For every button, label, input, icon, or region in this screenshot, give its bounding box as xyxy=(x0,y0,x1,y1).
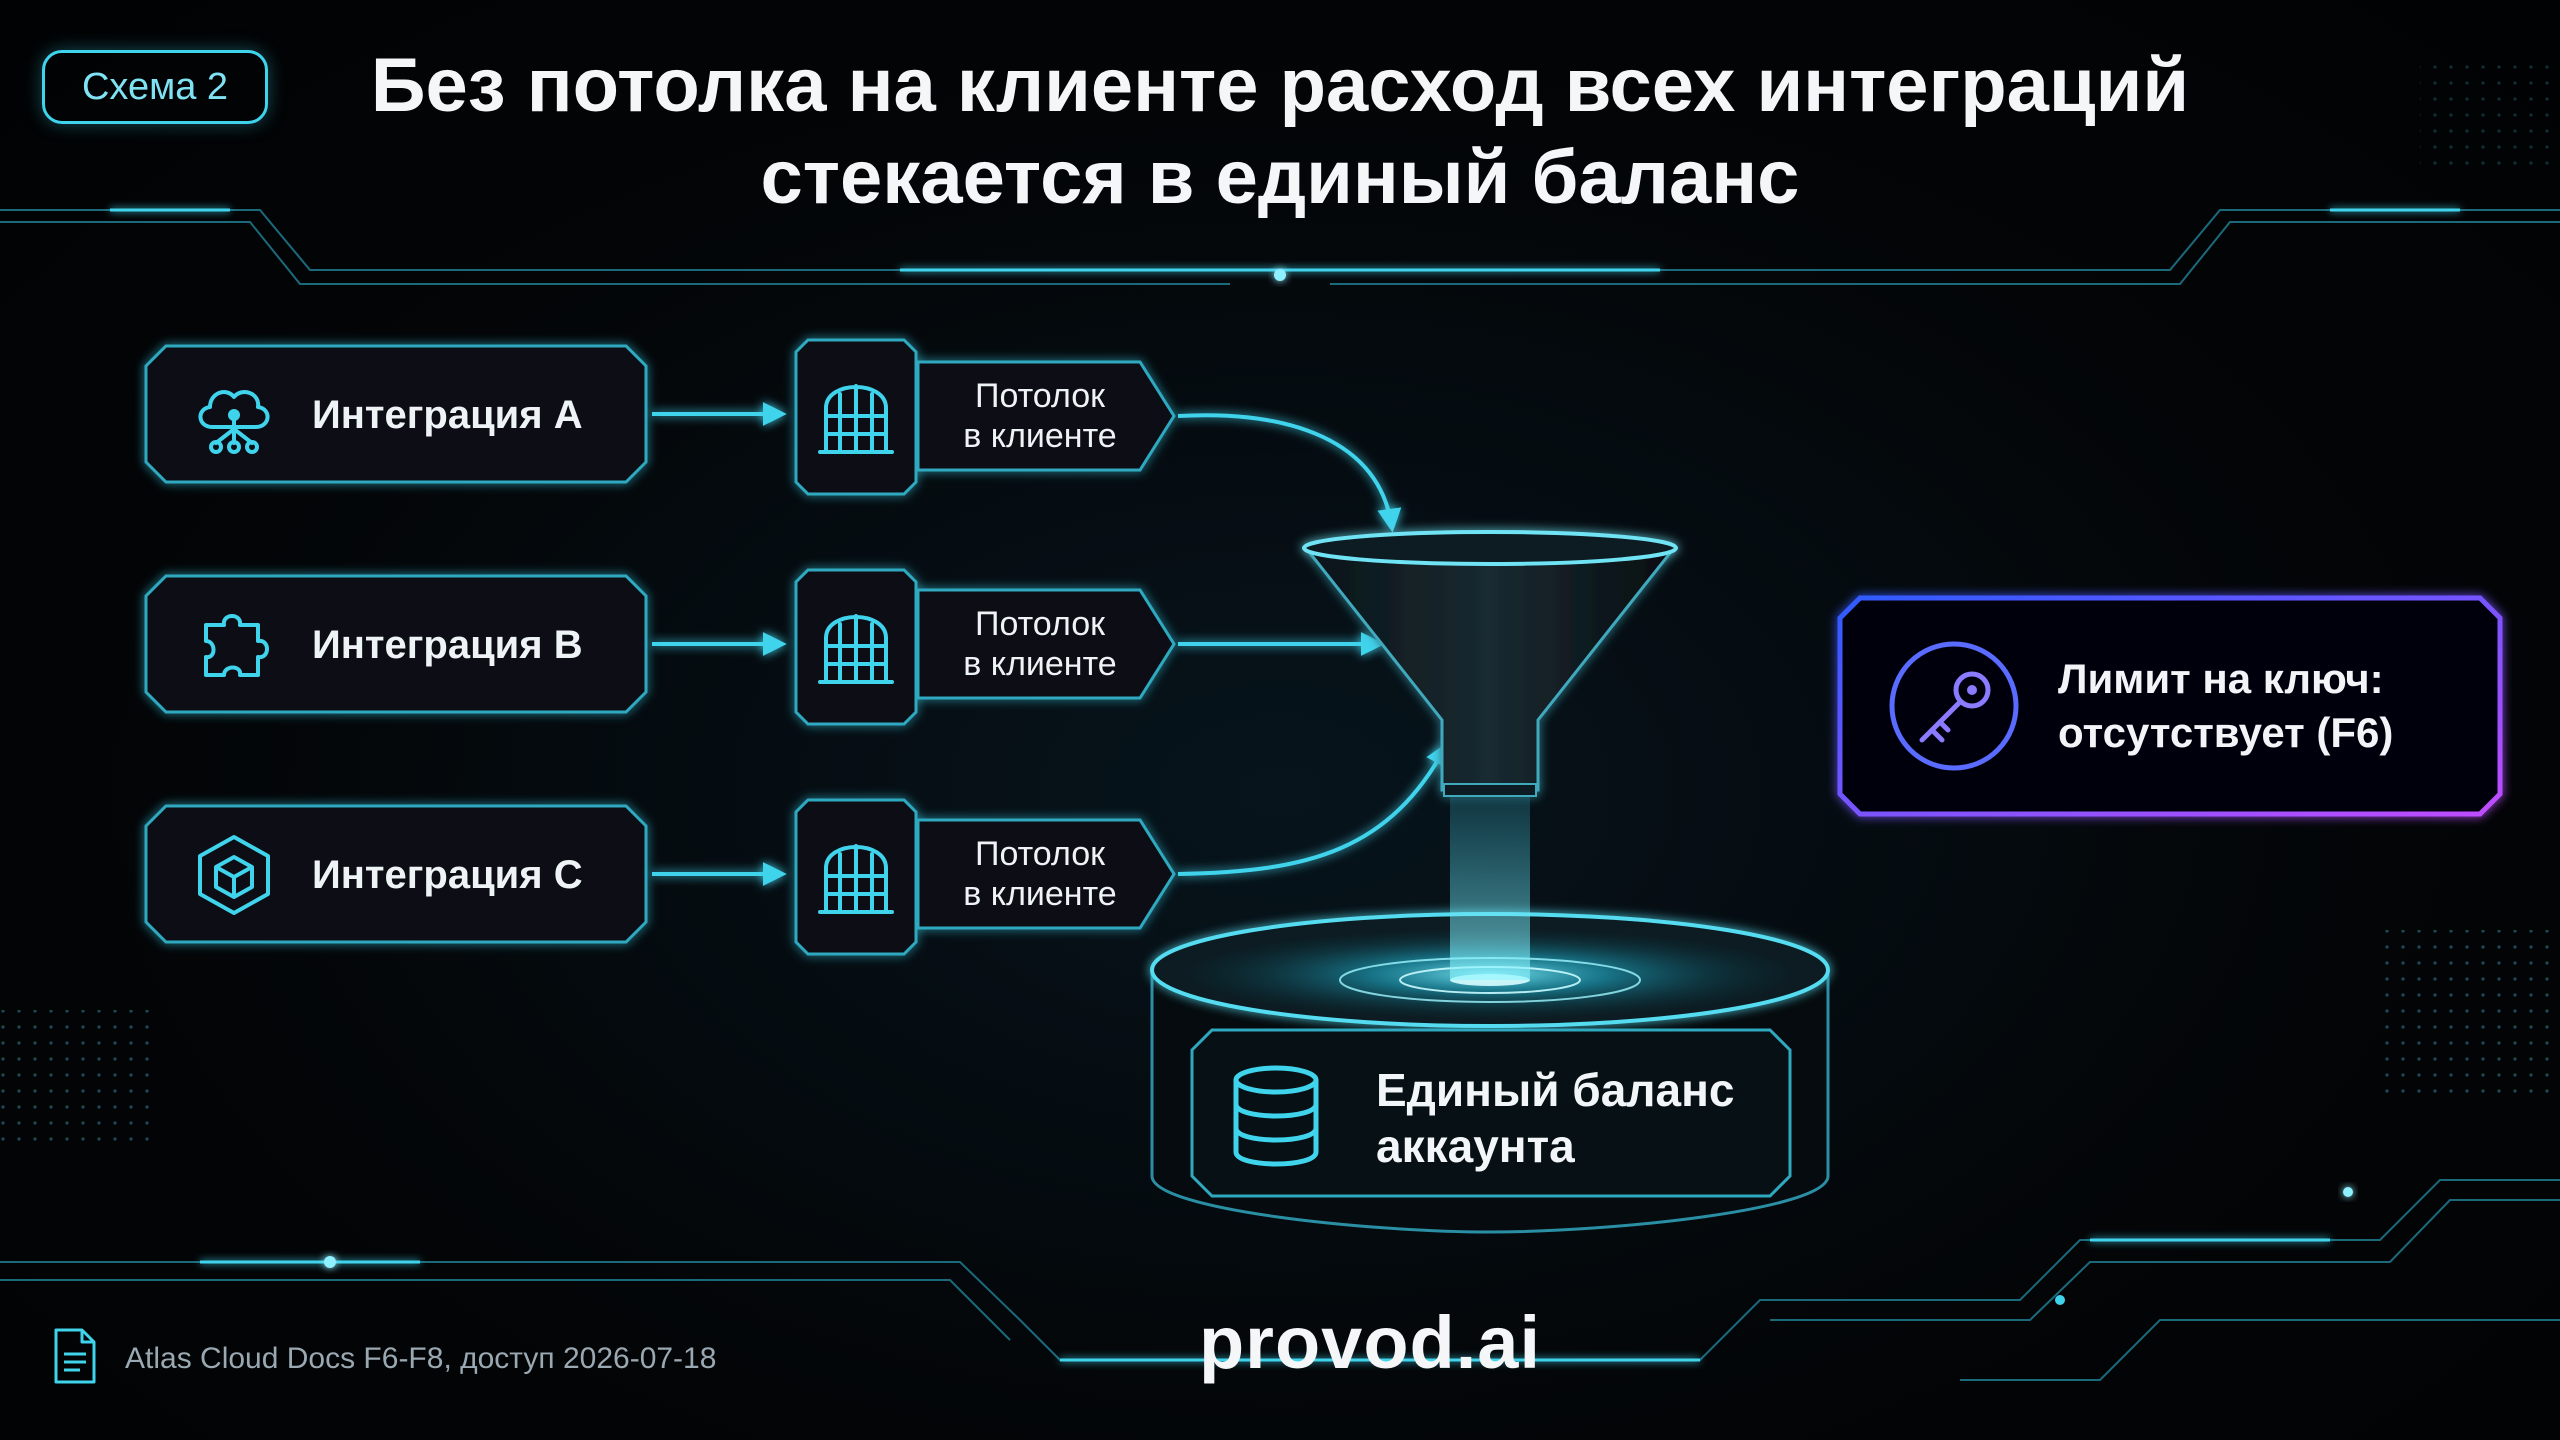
title-line-2: стекается в единый баланс xyxy=(760,135,1800,220)
integration-c: Интеграция C xyxy=(146,806,646,944)
arrow-gate3-to-funnel xyxy=(1177,741,1449,876)
integration-a-label: Интеграция A xyxy=(312,392,583,437)
ceiling-label-3: Потолок в клиенте xyxy=(963,835,1117,913)
ceiling-tag-2 xyxy=(916,588,1176,700)
database-icon xyxy=(1233,1065,1319,1167)
funnel xyxy=(1302,530,1678,797)
balance-label: Единый баланс аккаунта xyxy=(1376,1064,1735,1172)
source-citation: Atlas Cloud Docs F6-F8, доступ 2026-07-1… xyxy=(125,1342,717,1375)
limit-frame xyxy=(1837,595,2503,817)
key-limit-box: Лимит на ключ: отсутствует (F6) xyxy=(1836,596,2502,816)
cloud-network-icon xyxy=(198,390,270,454)
integration-frame-c xyxy=(144,804,648,944)
arrow-gate1-to-funnel xyxy=(1177,413,1402,533)
integration-b: Интеграция B xyxy=(146,576,646,714)
ceiling-label-1: Потолок в клиенте xyxy=(963,377,1117,455)
cube-hexagon-icon xyxy=(198,835,270,915)
brand-logo: provod.ai xyxy=(1198,1301,1542,1384)
page-title: Без потолка на клиенте расход всех интег… xyxy=(300,40,2260,224)
ceiling-tag-3 xyxy=(916,818,1176,930)
balance-frame xyxy=(1190,1028,1792,1198)
title-line-1: Без потолка на клиенте расход всех интег… xyxy=(370,43,2190,128)
ceiling-label-2: Потолок в клиенте xyxy=(963,605,1117,683)
puzzle-piece-icon xyxy=(204,614,269,677)
balance-pool xyxy=(1150,912,1830,1234)
integration-b-label: Интеграция B xyxy=(312,622,583,667)
gate-icon xyxy=(818,844,894,914)
integration-a: Интеграция A xyxy=(146,346,646,484)
flow-stream xyxy=(1450,792,1530,980)
integration-frame-a xyxy=(144,344,648,484)
document-icon xyxy=(54,1328,96,1384)
integration-c-label: Интеграция C xyxy=(312,852,583,897)
key-icon xyxy=(1889,641,2019,771)
gate-icon xyxy=(818,614,894,684)
limit-line-1: Лимит на ключ: xyxy=(2058,655,2384,702)
scheme-badge: Схема 2 xyxy=(42,50,268,124)
limit-line-2: отсутствует (F6) xyxy=(2058,709,2394,756)
integration-frame-b xyxy=(144,574,648,714)
ceiling-tag-1 xyxy=(916,360,1176,472)
gate-icon xyxy=(818,384,894,454)
